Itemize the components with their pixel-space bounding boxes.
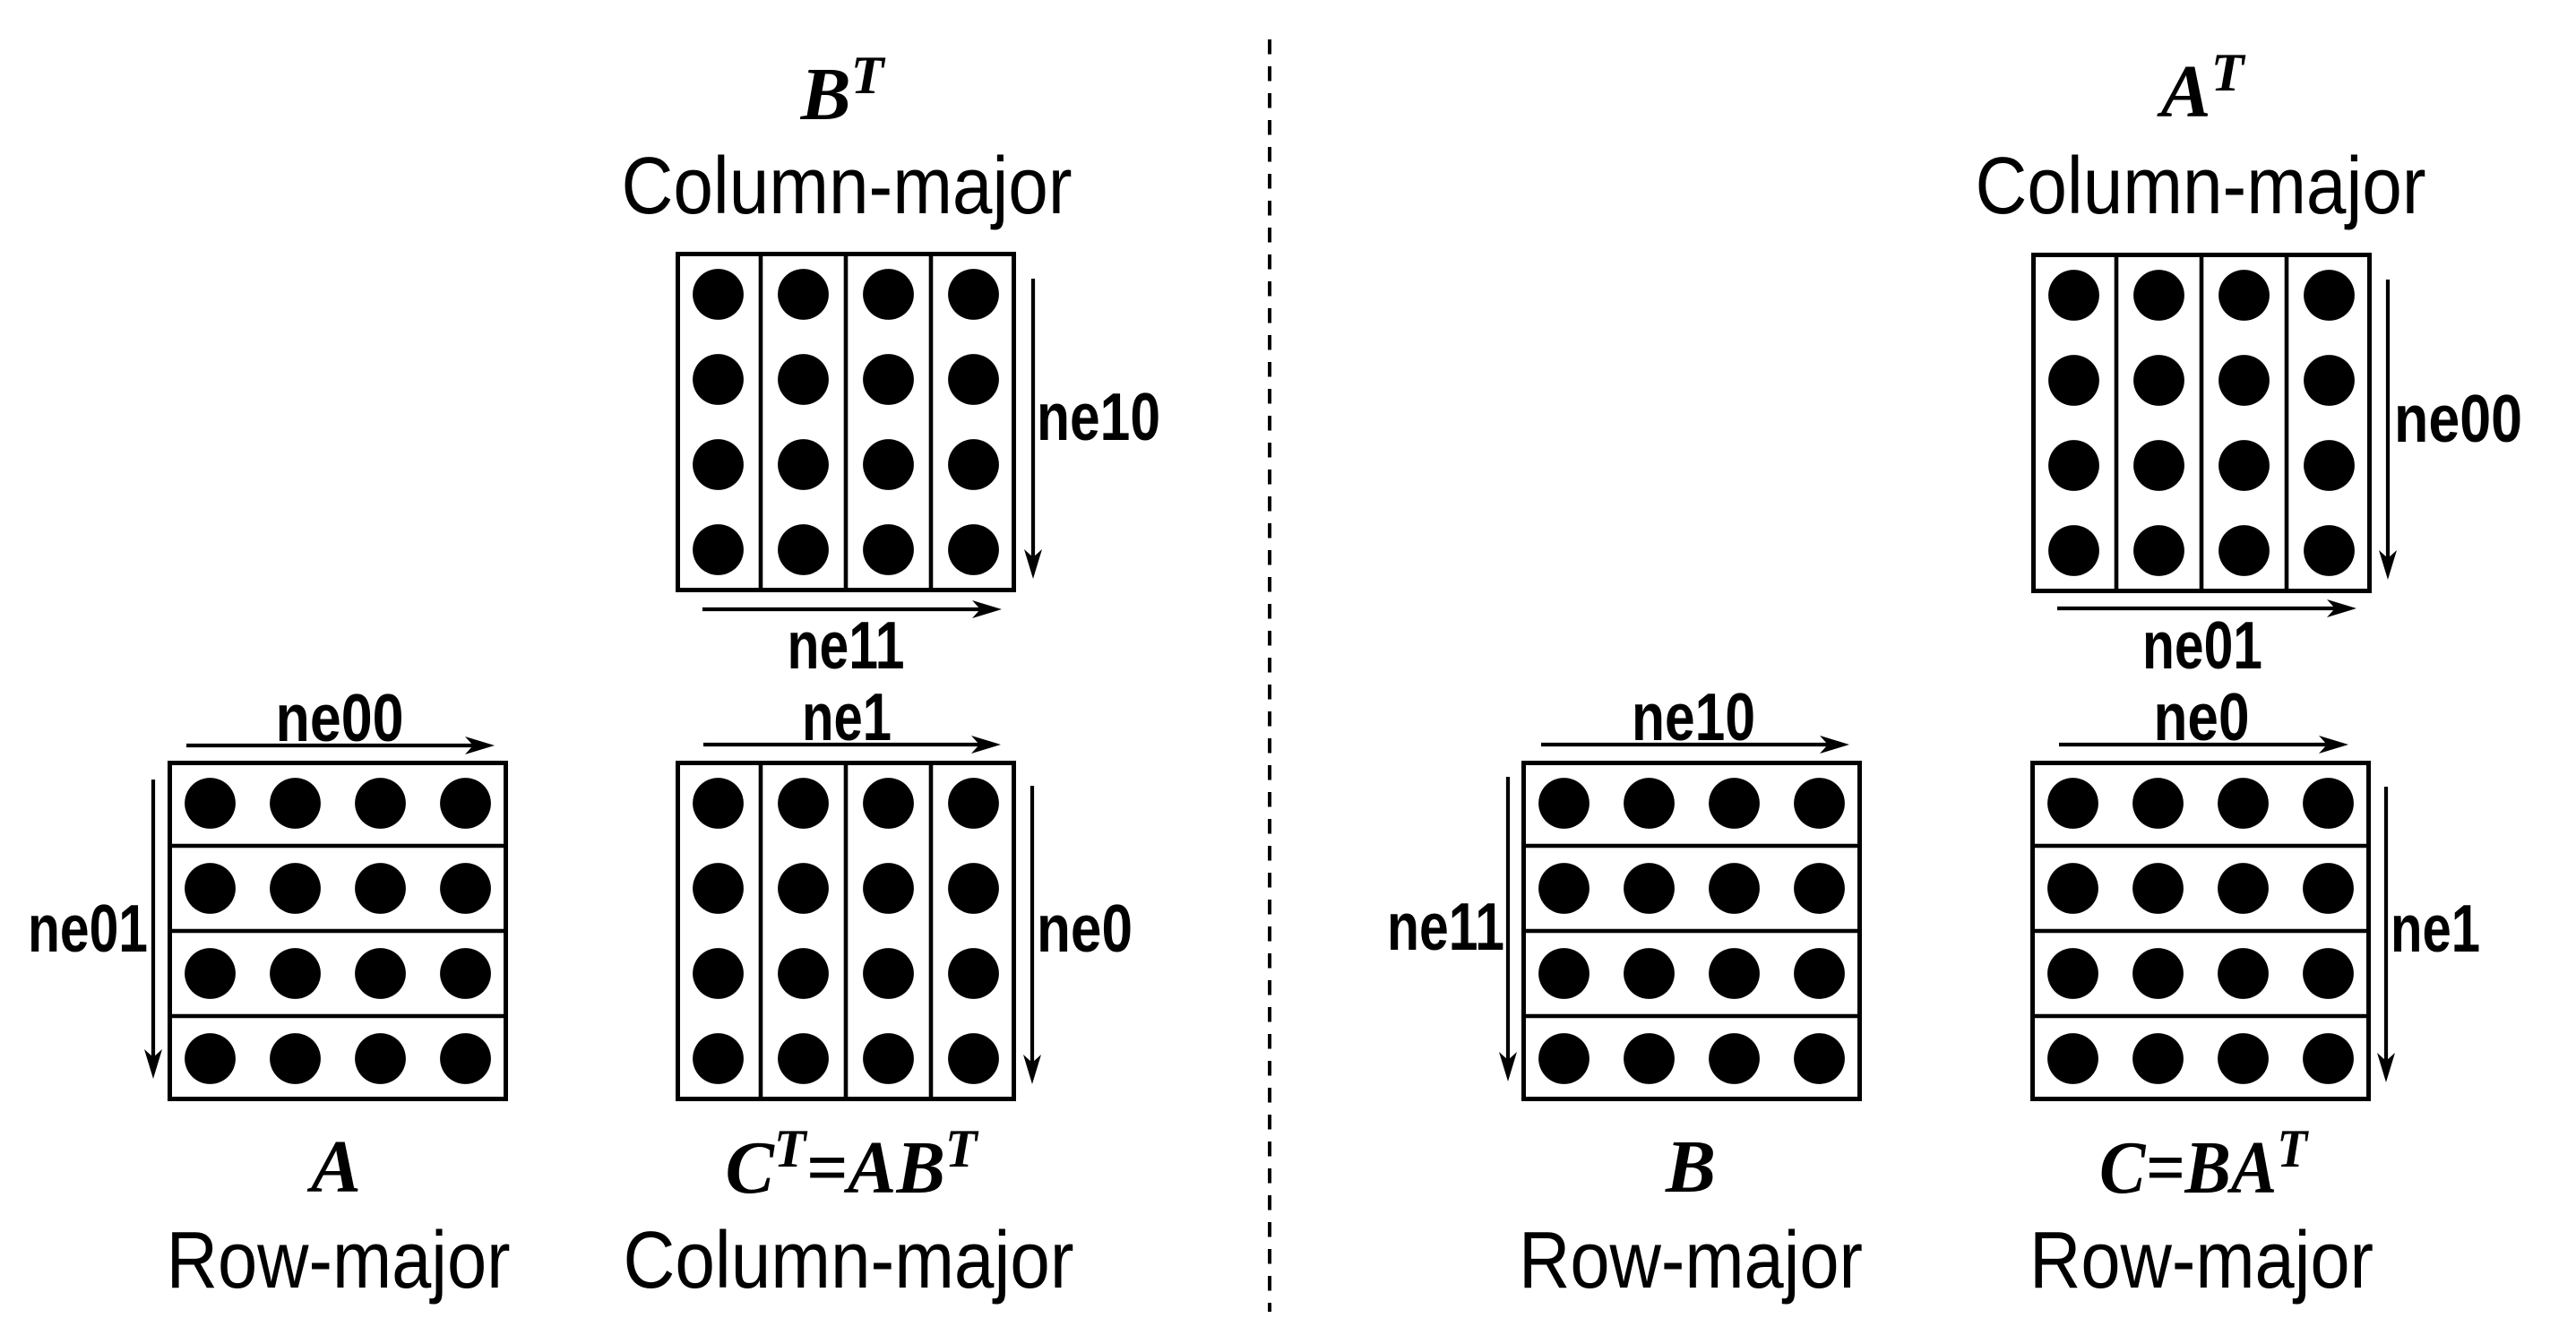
svg-text:Row-major: Row-major [167,1216,511,1305]
svg-text:AT: AT [2157,43,2246,134]
svg-text:Column-major: Column-major [624,1216,1074,1305]
svg-text:ne00: ne00 [276,680,404,755]
svg-text:ne0: ne0 [1037,891,1133,966]
svg-text:ne10: ne10 [1037,379,1160,454]
svg-text:A: A [306,1125,361,1209]
svg-text:ne1: ne1 [802,679,892,754]
svg-text:ne1: ne1 [2391,891,2480,966]
svg-text:Column-major: Column-major [622,142,1073,231]
svg-text:C=BAT: C=BAT [2099,1119,2309,1210]
svg-text:ne01: ne01 [2142,607,2262,683]
svg-text:CT=ABT: CT=ABT [726,1119,979,1210]
svg-text:ne0: ne0 [2154,679,2250,754]
svg-text:ne11: ne11 [788,607,905,683]
svg-text:ne01: ne01 [28,891,148,966]
svg-text:ne11: ne11 [1387,889,1504,964]
svg-text:Row-major: Row-major [1519,1216,1863,1305]
svg-text:Column-major: Column-major [1976,142,2426,231]
svg-text:ne00: ne00 [2394,381,2522,456]
svg-text:B: B [1665,1125,1716,1209]
svg-text:ne10: ne10 [1632,679,1755,754]
svg-text:Row-major: Row-major [2029,1216,2374,1305]
